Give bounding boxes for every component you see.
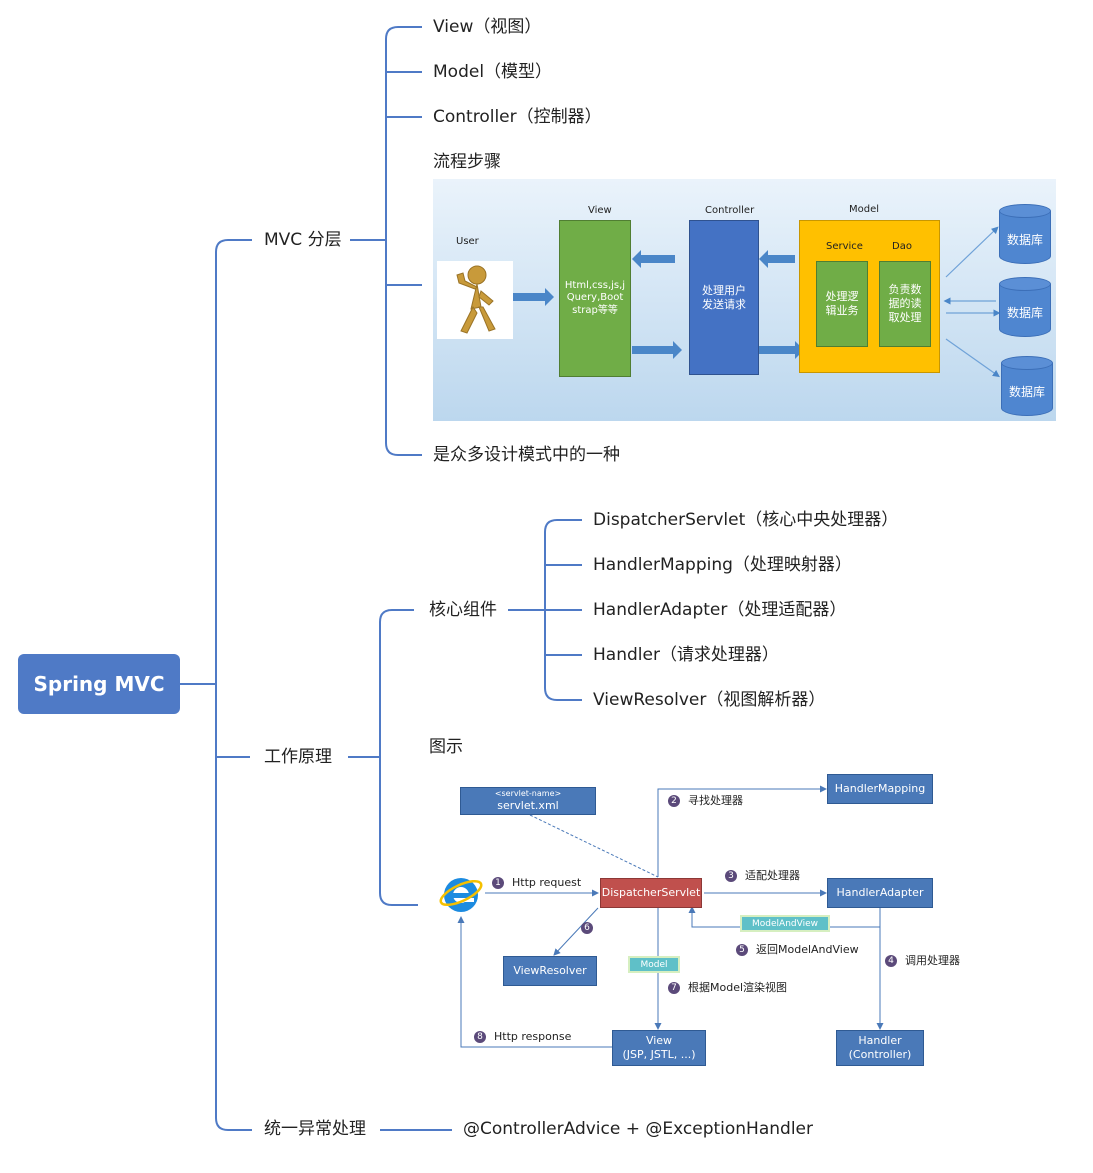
branch-mvc[interactable]: MVC 分层 (264, 230, 342, 250)
view-box-line1: View (645, 1034, 673, 1048)
step-6-number: 6 (581, 922, 593, 934)
view-jsp-box: View (JSP, JSTL, ...) (612, 1030, 706, 1066)
dao-label: Dao (892, 241, 912, 252)
step-7: 7 根据Model渲染视图 (668, 979, 787, 995)
mvc-child-view[interactable]: View（视图） (433, 17, 542, 37)
step-3-number: 3 (725, 870, 737, 882)
mvc-child-pattern[interactable]: 是众多设计模式中的一种 (433, 445, 620, 465)
core-handler-mapping[interactable]: HandlerMapping（处理映射器） (593, 555, 852, 575)
handler-controller-box: Handler (Controller) (836, 1030, 924, 1066)
controller-header-label: Controller (705, 205, 755, 216)
browser-ie-icon (438, 871, 484, 917)
dispatcher-servlet-box: DispatcherServlet (600, 878, 702, 908)
core-components-node[interactable]: 核心组件 (429, 600, 497, 620)
step-8: 8 Http response (474, 1030, 571, 1043)
root-node[interactable]: Spring MVC (18, 654, 180, 714)
mvc-flow-arrows (508, 226, 1001, 378)
database-icon-1: 数据库 (999, 204, 1051, 264)
step-8-number: 8 (474, 1031, 486, 1043)
model-tag: Model (628, 956, 680, 973)
dao-box: 负责数 据的读 取处理 (879, 261, 931, 347)
step-2-label: 寻找处理器 (688, 794, 743, 807)
service-label: Service (826, 241, 863, 252)
step-5-label: 返回ModelAndView (756, 943, 859, 956)
database-3-label: 数据库 (1001, 363, 1053, 416)
step-3-label: 适配处理器 (745, 869, 800, 882)
step-7-number: 7 (668, 982, 680, 994)
core-handler-adapter[interactable]: HandlerAdapter（处理适配器） (593, 600, 847, 620)
core-view-resolver[interactable]: ViewResolver（视图解析器） (593, 690, 826, 710)
core-dispatcher[interactable]: DispatcherServlet（核心中央处理器） (593, 510, 899, 530)
step-2: 2 寻找处理器 (668, 792, 743, 808)
step-5: 5 返回ModelAndView (736, 941, 859, 957)
step-1-number: 1 (492, 877, 504, 889)
view-box-line2: (JSP, JSTL, ...) (622, 1048, 696, 1061)
view-box: Html,css,js,j Query,Boot strap等等 (559, 220, 631, 377)
step-1-label: Http request (512, 876, 582, 889)
view-header-label: View (588, 205, 612, 216)
step-1: 1 Http request (492, 876, 581, 889)
model-and-view-tag: ModelAndView (740, 915, 830, 932)
servlet-name-tag: <servlet-name> (494, 789, 562, 799)
model-box: Service Dao 处理逻 辑业务 负责数 据的读 取处理 (799, 220, 940, 373)
thinking-person-icon (456, 265, 496, 334)
servlet-xml-box: <servlet-name> servlet.xml (460, 787, 596, 815)
step-3: 3 适配处理器 (725, 867, 800, 883)
model-header-label: Model (849, 204, 880, 215)
mvc-flow-title[interactable]: 流程步骤 (433, 152, 501, 172)
flow-diagram-image: <servlet-name> servlet.xml DispatcherSer… (430, 765, 990, 1075)
mvc-child-model[interactable]: Model（模型） (433, 62, 553, 82)
branch-principle[interactable]: 工作原理 (264, 747, 332, 767)
handler-box-line1: Handler (858, 1034, 902, 1048)
mvc-flow-image: User View Html,css,js,j Query,Boot strap… (433, 179, 1056, 421)
ie-logo-icon (439, 878, 483, 912)
step-4: 4 调用处理器 (885, 952, 960, 968)
core-handler[interactable]: Handler（请求处理器） (593, 645, 779, 665)
diagram-title[interactable]: 图示 (429, 737, 463, 757)
service-box: 处理逻 辑业务 (816, 261, 868, 347)
handler-box-line2: (Controller) (848, 1048, 912, 1061)
step-2-number: 2 (668, 795, 680, 807)
user-figure (437, 261, 513, 339)
user-label: User (456, 236, 479, 247)
step-4-number: 4 (885, 955, 897, 967)
database-1-label: 数据库 (999, 211, 1051, 264)
step-4-label: 调用处理器 (905, 954, 960, 967)
handler-mapping-box: HandlerMapping (827, 774, 933, 804)
handler-adapter-box: HandlerAdapter (827, 878, 933, 908)
database-icon-3: 数据库 (1001, 356, 1053, 416)
step-6: 6 (581, 921, 601, 934)
branch-exception[interactable]: 统一异常处理 (264, 1119, 366, 1139)
step-5-number: 5 (736, 944, 748, 956)
step-7-label: 根据Model渲染视图 (688, 981, 788, 994)
view-resolver-box: ViewResolver (503, 956, 597, 986)
servlet-xml-label: servlet.xml (497, 799, 559, 813)
controller-box: 处理用户 发送请求 (689, 220, 759, 375)
database-icon-2: 数据库 (999, 277, 1051, 337)
step-8-label: Http response (494, 1030, 572, 1043)
exception-handler-node[interactable]: @ControllerAdvice + @ExceptionHandler (463, 1119, 813, 1139)
mvc-child-controller[interactable]: Controller（控制器） (433, 107, 602, 127)
database-2-label: 数据库 (999, 284, 1051, 337)
